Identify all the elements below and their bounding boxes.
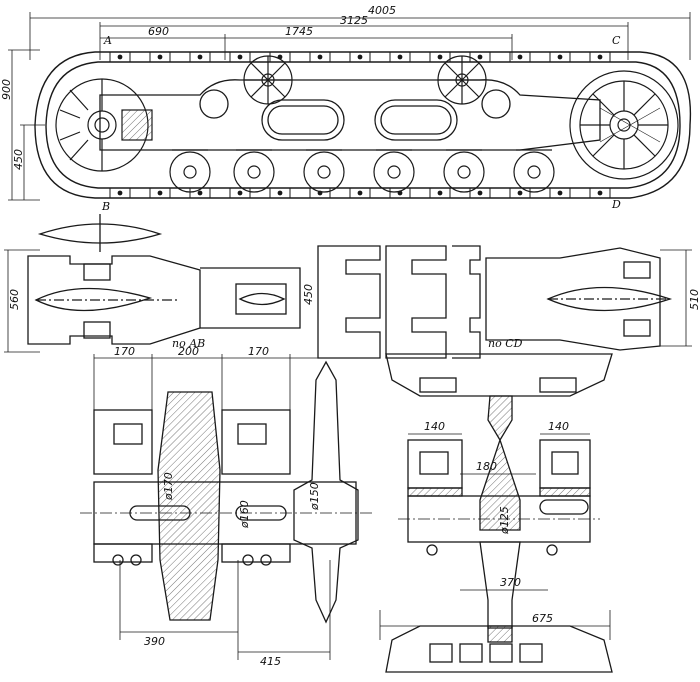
dim-510: 510 bbox=[688, 289, 700, 310]
track-chain bbox=[34, 51, 692, 199]
track-frame bbox=[99, 79, 601, 151]
section-cd: по CD 140 140 180 370 675 bbox=[379, 337, 613, 673]
section-mark-c: C bbox=[612, 34, 621, 47]
road-wheels bbox=[169, 149, 555, 193]
section-cd-body bbox=[385, 353, 613, 673]
dim-390: 390 bbox=[144, 635, 165, 648]
dim-d125: ø125 bbox=[498, 506, 511, 535]
dim-450-plan: 450 bbox=[302, 284, 315, 305]
dim-140-left: 140 bbox=[424, 420, 445, 433]
dim-140-right: 140 bbox=[548, 420, 569, 433]
dim-d170: ø170 bbox=[162, 472, 175, 501]
dim-370: 370 bbox=[500, 576, 521, 589]
drive-sprocket bbox=[569, 70, 679, 180]
section-ab-dimension-lines bbox=[93, 354, 358, 660]
top-dimension-lines bbox=[8, 12, 691, 201]
section-ab: по AB 170 200 170 390 415 bbox=[80, 337, 372, 668]
support-rollers bbox=[243, 55, 487, 105]
dim-415: 415 bbox=[260, 655, 281, 668]
dim-1745: 1745 bbox=[285, 25, 313, 38]
dim-200: 200 bbox=[178, 345, 199, 358]
section-mark-a: A bbox=[103, 34, 112, 47]
plan-view: 560 450 510 bbox=[4, 214, 700, 359]
dim-170-right: 170 bbox=[248, 345, 269, 358]
dim-900: 900 bbox=[0, 79, 13, 100]
dim-d150: ø150 bbox=[308, 482, 321, 511]
dim-4005: 4005 bbox=[368, 4, 396, 17]
dim-560: 560 bbox=[8, 289, 21, 310]
dim-d160: ø160 bbox=[238, 500, 251, 529]
dim-450-left: 450 bbox=[12, 149, 25, 170]
front-idler bbox=[55, 78, 153, 172]
section-ab-title: по AB bbox=[172, 337, 205, 350]
dim-675: 675 bbox=[532, 612, 553, 625]
dim-3125: 3125 bbox=[340, 14, 368, 27]
track-link-marks bbox=[109, 52, 611, 198]
dim-690: 690 bbox=[148, 25, 169, 38]
plan-outline bbox=[27, 214, 673, 359]
dim-170-left: 170 bbox=[114, 345, 135, 358]
section-ab-body bbox=[80, 360, 372, 624]
side-view: 4005 3125 690 1745 900 450 A B C D bbox=[0, 4, 692, 213]
section-mark-b: B bbox=[101, 200, 110, 213]
section-mark-d: D bbox=[611, 198, 621, 211]
section-cd-title: по CD bbox=[488, 337, 523, 350]
plan-dimension-lines bbox=[4, 249, 692, 353]
